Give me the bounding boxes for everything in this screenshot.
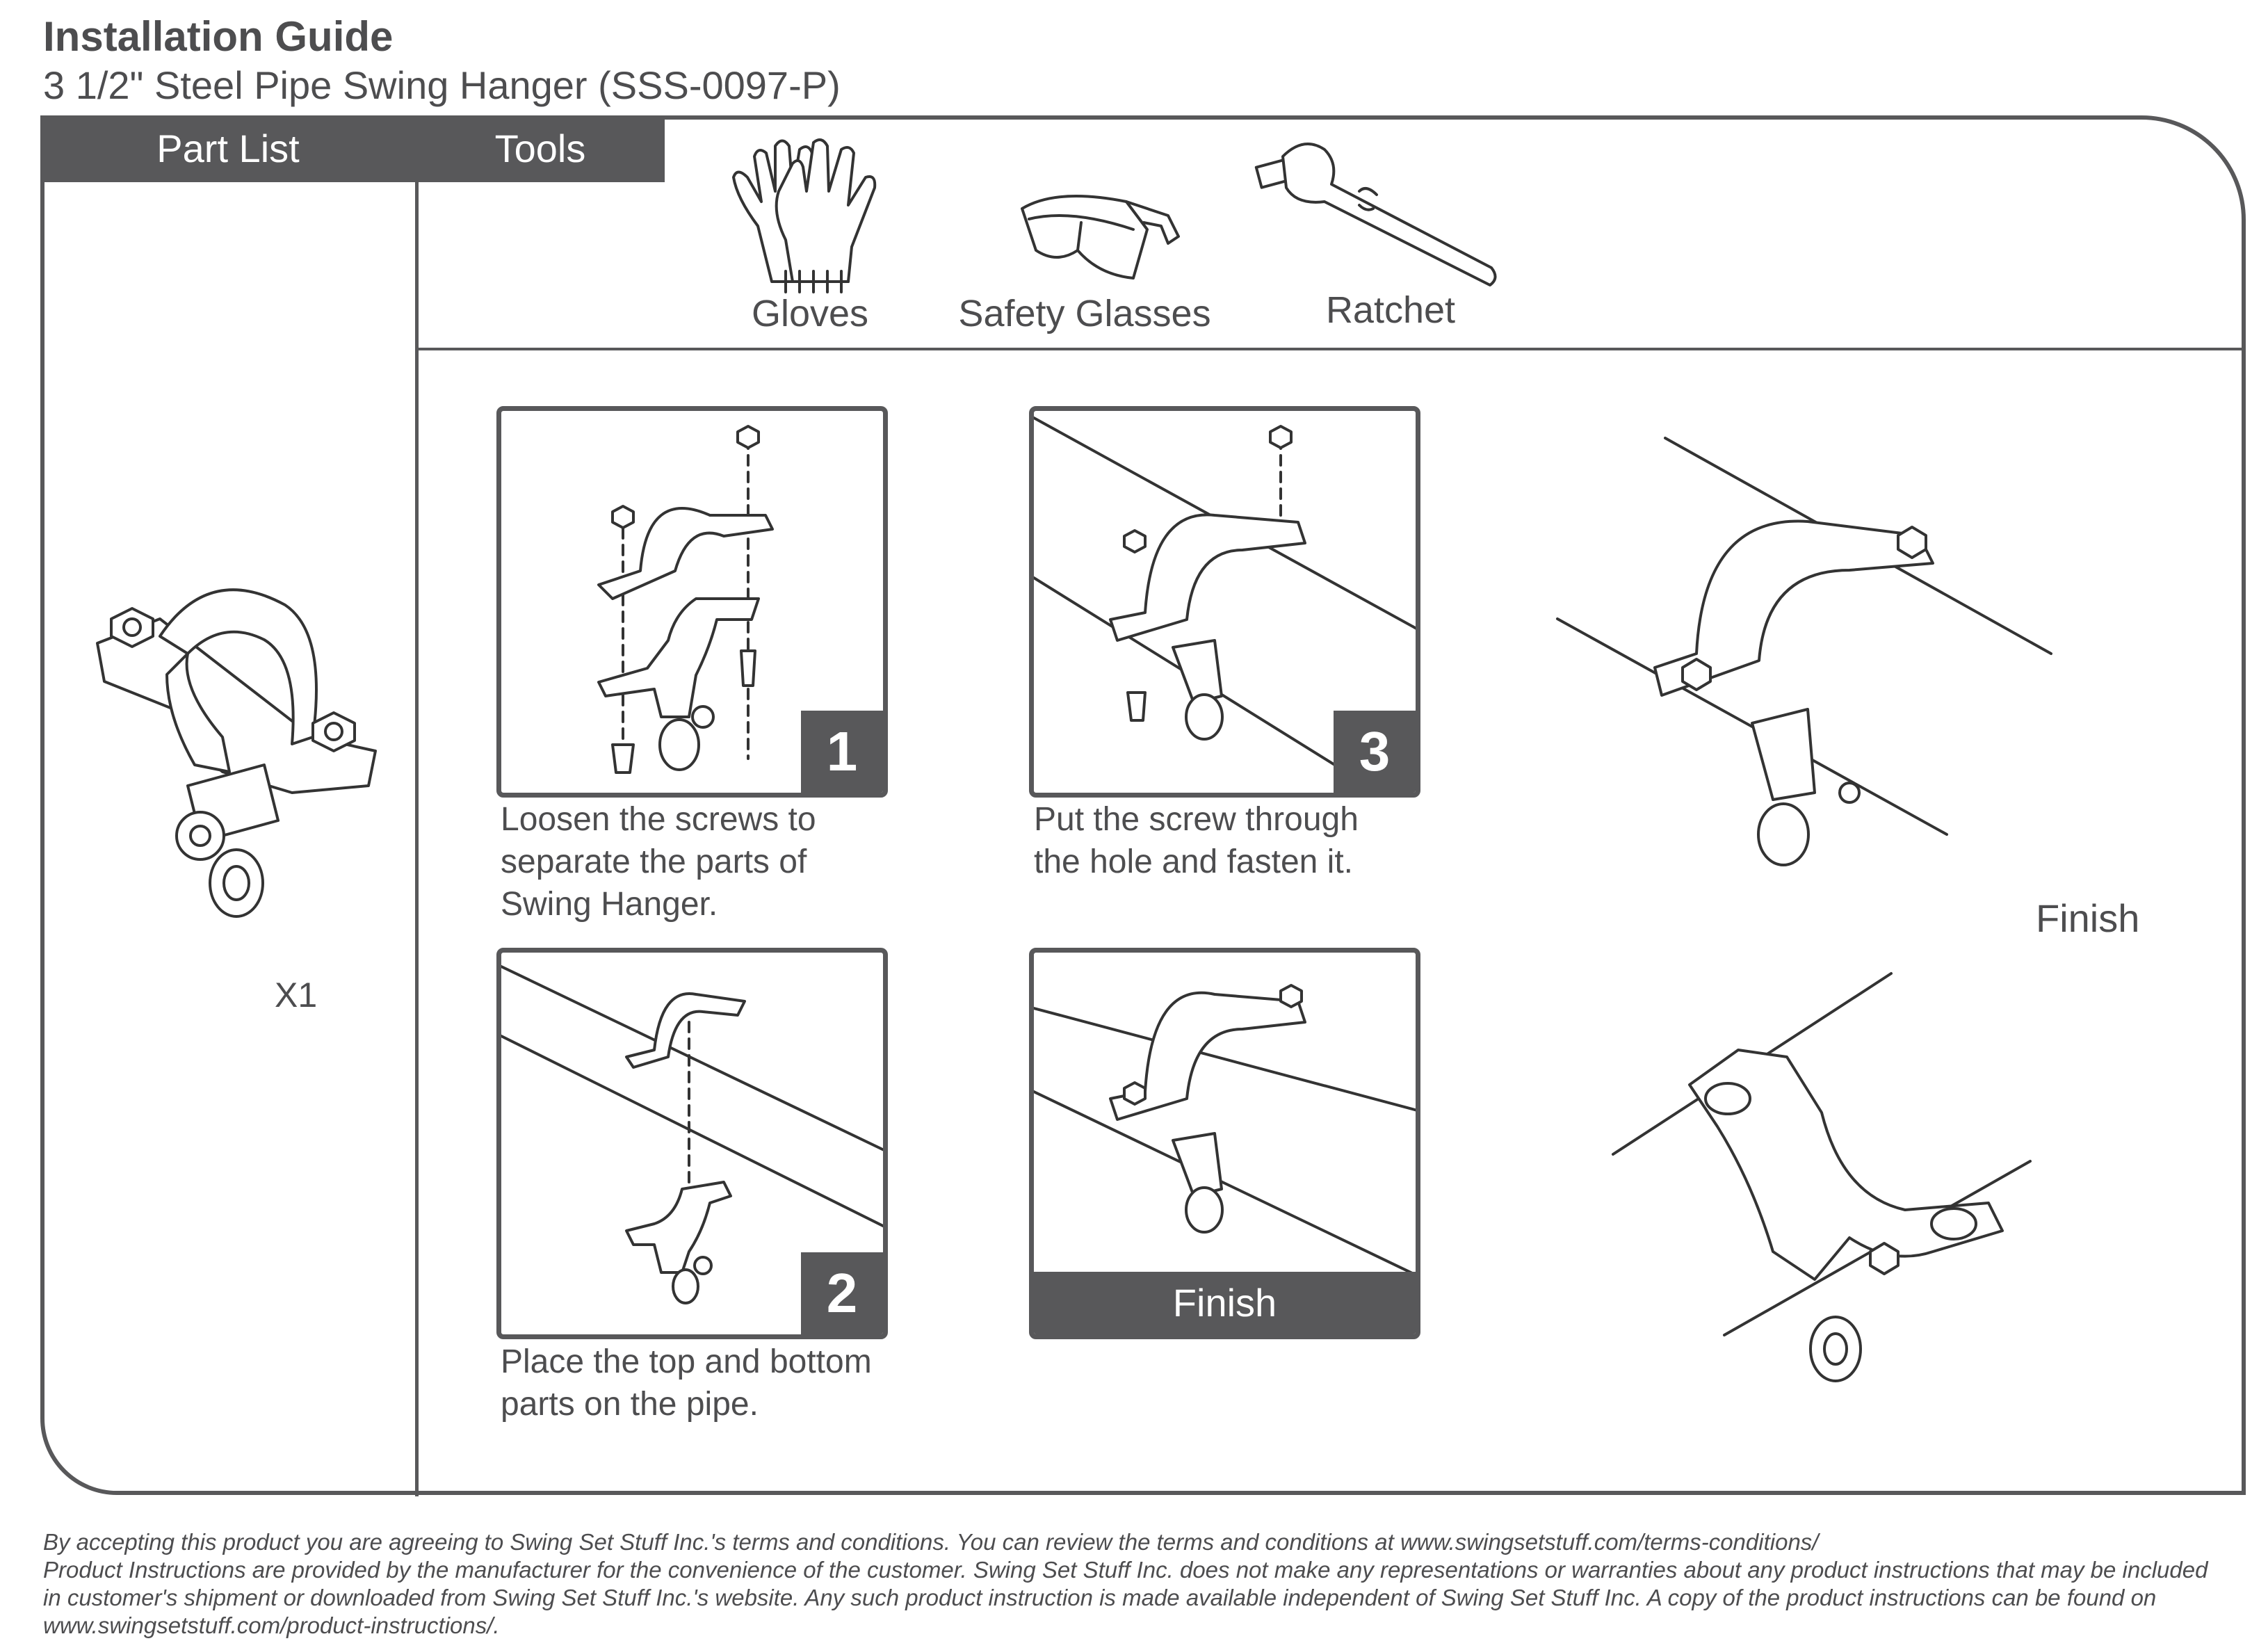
step-2-illustration	[501, 965, 883, 1304]
step-2-caption: Place the top and bottom parts on the pi…	[501, 1341, 890, 1425]
step-2-panel: 2	[496, 948, 888, 1339]
caption-line: Swing Hanger.	[501, 886, 718, 923]
caption-line: the hole and fasten it.	[1034, 843, 1353, 880]
swing-hanger-illustration	[96, 588, 377, 918]
legal-footer: By accepting this product you are agreei…	[43, 1528, 2254, 1640]
tools-heading: Tools	[494, 127, 586, 170]
footer-line: By accepting this product you are agreei…	[43, 1529, 1819, 1555]
footer-line: www.swingsetstuff.com/product-instructio…	[43, 1612, 500, 1638]
finish-side-label: Finish	[2036, 896, 2140, 940]
caption-line: Place the top and bottom	[501, 1343, 872, 1380]
safety-glasses-icon	[1021, 195, 1180, 280]
column-divider	[415, 182, 419, 1496]
section-header-bar: Part List Tools	[40, 115, 665, 182]
caption-line: parts on the pipe.	[501, 1386, 759, 1423]
finish-illustration	[1034, 984, 1416, 1277]
step-1-illustration	[597, 425, 774, 774]
tool-label-gloves: Gloves	[751, 293, 869, 334]
finish-box-label: Finish	[1034, 1272, 1416, 1334]
part-list-heading: Part List	[156, 127, 300, 170]
step-3-illustration	[1034, 417, 1416, 793]
page-title: Installation Guide	[43, 13, 394, 60]
finish-top-view-illustration	[1556, 437, 2052, 866]
caption-line: separate the parts of	[501, 843, 807, 880]
finish-panel: Finish	[1029, 948, 1420, 1339]
part-quantity: X1	[275, 976, 318, 1014]
finish-bottom-view-illustration	[1612, 972, 2032, 1382]
footer-line: in customer's shipment or downloaded fro…	[43, 1585, 2157, 1610]
tool-label-ratchet: Ratchet	[1325, 289, 1456, 331]
tools-divider	[417, 348, 2246, 350]
step-3-panel: 3	[1029, 406, 1420, 798]
product-subtitle: 3 1/2" Steel Pipe Swing Hanger (SSS-0097…	[43, 63, 841, 107]
step-1-caption: Loosen the screws to separate the parts …	[501, 798, 890, 925]
step-3-number-badge: 3	[1334, 711, 1416, 793]
step-2-number-badge: 2	[801, 1252, 883, 1334]
step-1-panel: 1	[496, 406, 888, 798]
step-1-number-badge: 1	[801, 711, 883, 793]
gloves-icon	[732, 138, 877, 293]
caption-line: Loosen the screws to	[501, 801, 816, 838]
caption-line: Put the screw through	[1034, 801, 1359, 838]
step-3-caption: Put the screw through the hole and faste…	[1034, 798, 1423, 883]
footer-line: Product Instructions are provided by the…	[43, 1557, 2208, 1583]
ratchet-icon	[1254, 143, 1497, 286]
guide-frame	[40, 115, 2246, 1495]
tool-label-safety-glasses: Safety Glasses	[958, 293, 1211, 334]
